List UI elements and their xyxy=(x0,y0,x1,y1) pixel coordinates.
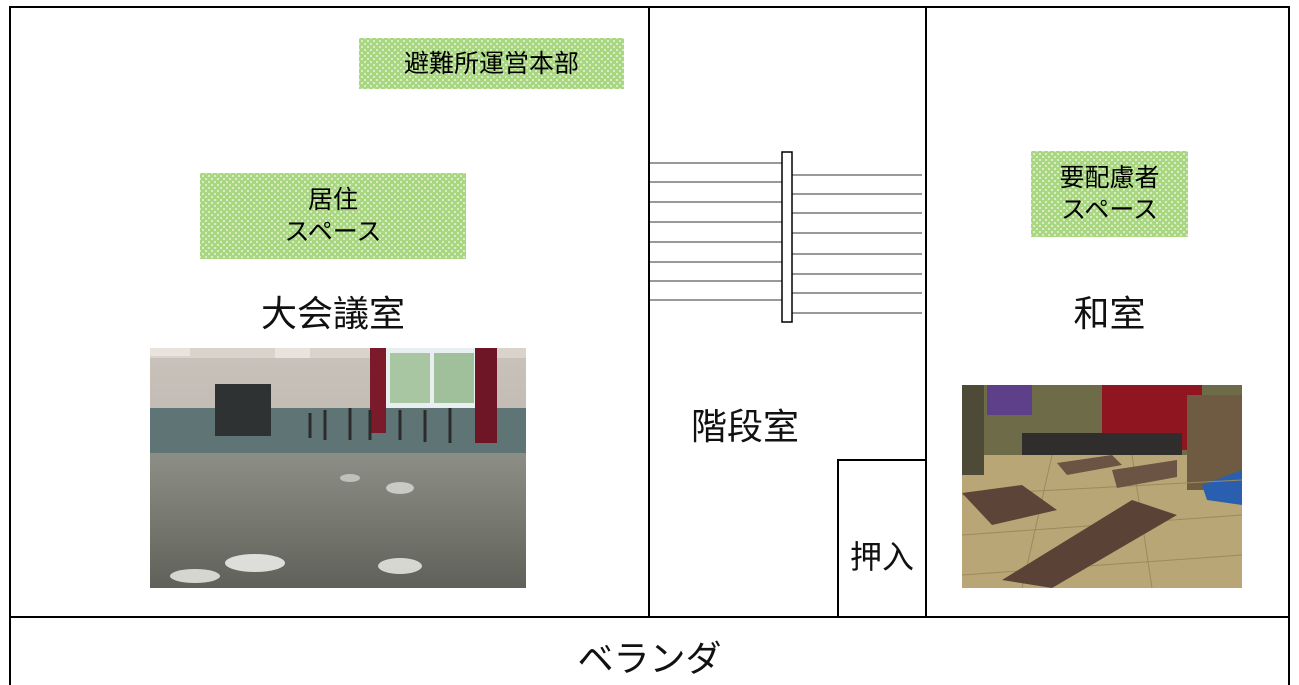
residential-space-label: 居住 スペース xyxy=(200,173,466,259)
closet-wall-left xyxy=(837,459,839,617)
veranda-name: ベランダ xyxy=(577,639,722,680)
staircase-drawing xyxy=(650,151,922,323)
wall-meeting-stair xyxy=(648,6,650,618)
care-space-label: 要配慮者 スペース xyxy=(1031,151,1188,237)
japanese-room-name: 和室 xyxy=(1073,294,1146,335)
meeting-room-photo-image xyxy=(150,348,526,588)
japanese-room-photo xyxy=(962,385,1242,588)
closet-name: 押入 xyxy=(849,538,914,576)
closet-wall-top xyxy=(837,459,926,461)
residential-label-line-1: 居住 xyxy=(307,185,358,214)
care-label-line-2: スペース xyxy=(1060,195,1158,224)
stairwell-name: 階段室 xyxy=(690,407,799,448)
outer-wall-right xyxy=(1288,6,1290,685)
stair-landing-rail xyxy=(781,151,793,323)
stair-treads-right xyxy=(792,174,922,314)
outer-wall-left xyxy=(9,6,11,685)
stair-treads-left xyxy=(650,162,782,301)
japanese-room-photo-image xyxy=(962,385,1242,588)
care-label-line-1: 要配慮者 xyxy=(1059,163,1160,192)
hq-label: 避難所運営本部 xyxy=(359,38,624,89)
hq-label-text: 避難所運営本部 xyxy=(403,48,579,78)
residential-label-line-2: スペース xyxy=(284,217,382,246)
wall-stair-japanese xyxy=(925,6,927,618)
meeting-room-name: 大会議室 xyxy=(260,294,405,335)
meeting-room-photo xyxy=(150,348,526,588)
